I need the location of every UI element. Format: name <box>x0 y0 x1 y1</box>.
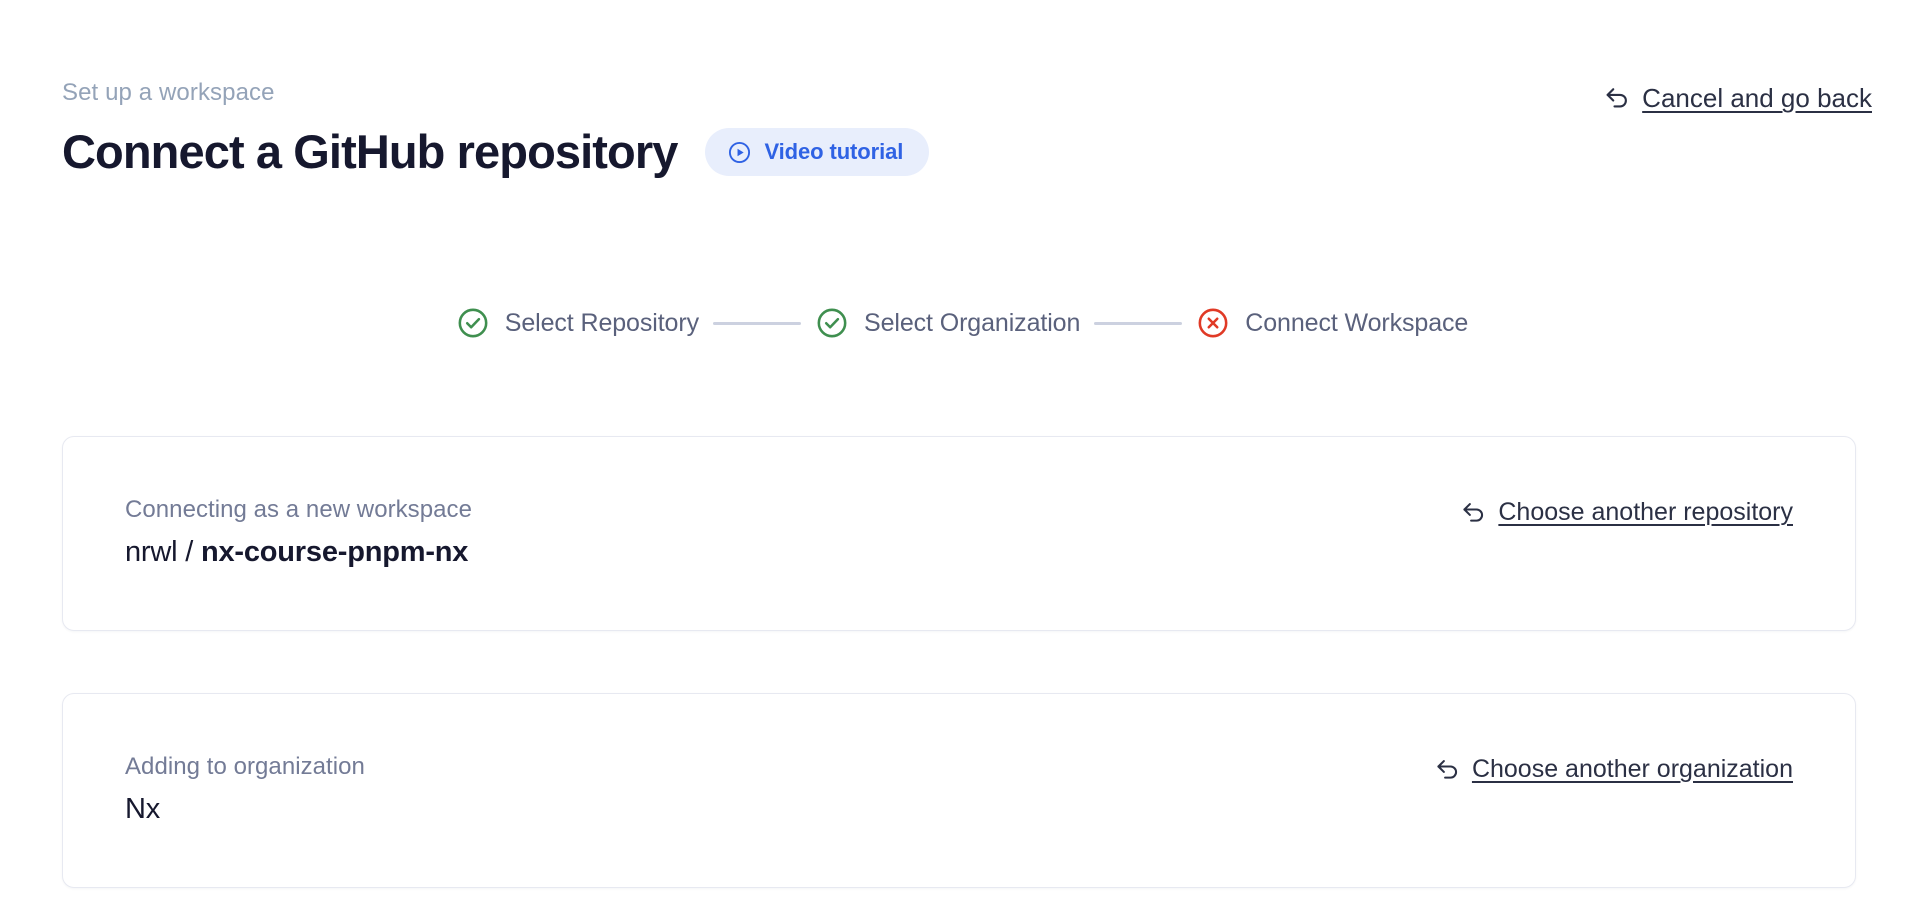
cancel-and-go-back-label: Cancel and go back <box>1642 83 1872 113</box>
organization-card: Adding to organization Nx Choose another… <box>62 693 1856 888</box>
organization-card-text: Adding to organization Nx <box>125 752 365 827</box>
cancel-and-go-back-link[interactable]: Cancel and go back <box>1602 82 1872 114</box>
organization-name: Nx <box>125 793 161 825</box>
page-title: Connect a GitHub repository <box>62 125 678 178</box>
video-tutorial-label: Video tutorial <box>764 139 904 164</box>
organization-card-inner: Adding to organization Nx Choose another… <box>125 752 1793 827</box>
step-connector-1 <box>713 321 801 325</box>
step-connect-workspace[interactable]: Connect Workspace <box>1196 306 1468 340</box>
header-row: Set up a workspace Connect a GitHub repo… <box>62 78 1872 180</box>
title-row: Connect a GitHub repository Video tutori… <box>62 124 930 180</box>
arrow-uturn-left-icon <box>1433 755 1462 784</box>
step-label-select-organization: Select Organization <box>864 309 1081 337</box>
step-connector-2 <box>1094 321 1183 325</box>
step-select-organization[interactable]: Select Organization <box>815 306 1080 340</box>
choose-another-repository-link[interactable]: Choose another repository <box>1459 497 1793 528</box>
choose-another-repository-label: Choose another repository <box>1498 498 1793 526</box>
x-circle-icon <box>1196 306 1230 340</box>
organization-card-caption: Adding to organization <box>125 753 365 780</box>
repository-card-value: nrwl / nx-course-pnpm-nx <box>125 534 472 570</box>
header-left: Set up a workspace Connect a GitHub repo… <box>62 78 930 180</box>
check-circle-icon <box>815 306 849 340</box>
progress-stepper: Select Repository Select Organization Co… <box>0 306 1924 340</box>
summary-cards: Connecting as a new workspace nrwl / nx-… <box>62 436 1856 888</box>
step-select-repository[interactable]: Select Repository <box>456 306 699 340</box>
repository-card-caption: Connecting as a new workspace <box>125 496 472 523</box>
page-header: Set up a workspace Connect a GitHub repo… <box>62 78 1872 180</box>
video-tutorial-button[interactable]: Video tutorial <box>705 128 930 176</box>
repository-name: nx-course-pnpm-nx <box>200 536 469 568</box>
breadcrumb-eyebrow: Set up a workspace <box>62 79 275 106</box>
arrow-uturn-left-icon <box>1602 83 1632 113</box>
choose-another-organization-link[interactable]: Choose another organization <box>1433 754 1793 785</box>
step-label-connect-workspace: Connect Workspace <box>1245 309 1469 337</box>
choose-another-organization-label: Choose another organization <box>1471 755 1793 783</box>
step-label-select-repository: Select Repository <box>504 309 699 337</box>
arrow-uturn-left-icon <box>1459 498 1488 527</box>
organization-card-value: Nx <box>125 791 365 827</box>
repository-owner: nrwl / <box>125 536 201 568</box>
repository-card: Connecting as a new workspace nrwl / nx-… <box>62 436 1856 631</box>
repository-card-inner: Connecting as a new workspace nrwl / nx-… <box>125 495 1793 570</box>
check-circle-icon <box>456 306 490 340</box>
repository-card-text: Connecting as a new workspace nrwl / nx-… <box>125 495 472 570</box>
play-circle-icon <box>727 140 752 165</box>
